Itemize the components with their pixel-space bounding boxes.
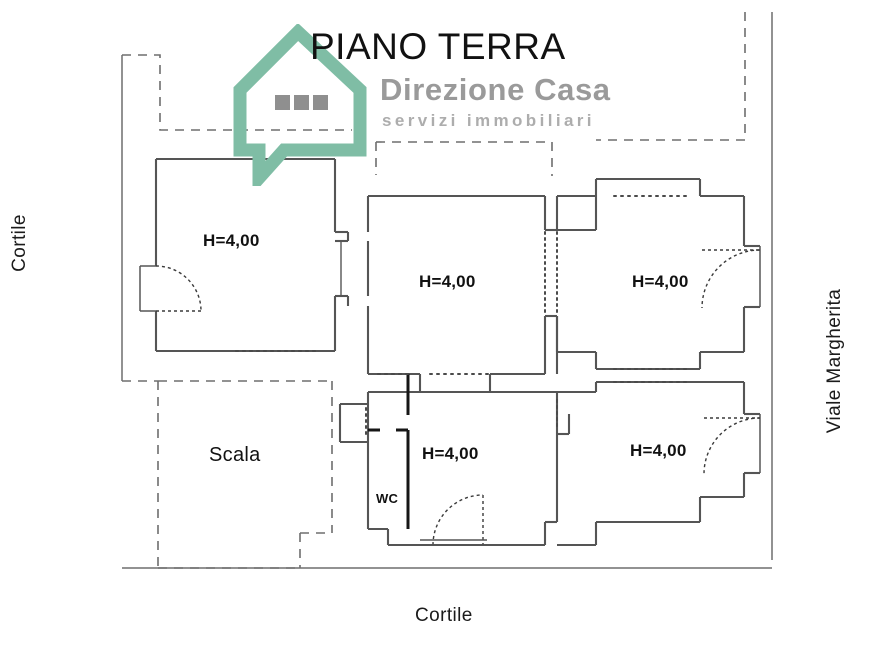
room-label-bathroom: WC xyxy=(376,491,399,506)
interior-openings-dotted xyxy=(235,195,689,439)
room-label-bottom-right-room: H=4,00 xyxy=(630,441,687,460)
door-arc-topright xyxy=(701,249,761,309)
edge-label-left-cortile: Cortile xyxy=(8,214,30,272)
room-label-left-room: H=4,00 xyxy=(203,231,260,250)
entrance-threshold xyxy=(420,539,487,546)
edge-label-right-viale-margherita: Viale Margherita xyxy=(824,288,846,434)
door-arc-botright xyxy=(703,417,761,475)
door-swing-arcs xyxy=(155,249,761,546)
door-arc-entrance xyxy=(432,494,484,546)
room-label-bottom-mid-room: H=4,00 xyxy=(422,444,479,463)
building-walls xyxy=(139,157,761,547)
edge-label-bottom-cortile: Cortile xyxy=(415,605,473,626)
room-label-stairwell: Scala xyxy=(209,444,261,466)
door-arc-left xyxy=(155,265,202,312)
site-boundary xyxy=(121,12,773,569)
door-left-exterior xyxy=(139,265,156,312)
room-label-top-right-room: H=4,00 xyxy=(632,272,689,291)
room-label-center-room: H=4,00 xyxy=(419,272,476,291)
